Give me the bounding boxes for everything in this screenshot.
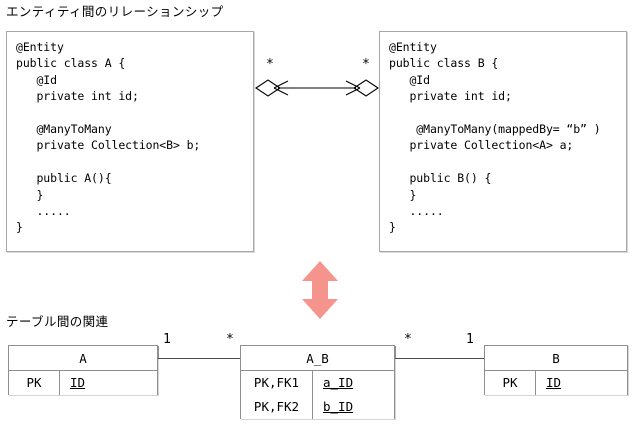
relationship-line-ab-b (395, 358, 484, 359)
class-a-code-box: @Entity public class A { @Id private int… (6, 31, 254, 252)
er-table-ab-name: A_B (241, 346, 394, 371)
many-to-many-association-connector (255, 79, 379, 97)
right-diamond-icon (353, 79, 379, 97)
er-table-a-row0-column-text: ID (70, 375, 86, 390)
class-b-code-text: @Entity public class B { @Id private int… (389, 40, 601, 235)
relationship-multiplicity-a-one: 1 (163, 332, 171, 347)
relationship-tick-b-left (484, 346, 485, 358)
entity-section-title: エンティティ間のリレーションシップ (6, 4, 224, 19)
er-table-ab-row1-column-text: b_ID (323, 399, 354, 414)
class-b-code-box: @Entity public class B { @Id private int… (379, 31, 627, 252)
association-multiplicity-right: * (362, 57, 370, 72)
er-table-a-name: A (9, 346, 157, 371)
er-table-b-row0-column: ID (536, 371, 627, 395)
association-multiplicity-left: * (266, 57, 274, 72)
arrow-shape (302, 261, 338, 319)
relationship-multiplicity-ab-many-left: * (226, 332, 234, 347)
table-row: PK ID (485, 371, 627, 395)
relationship-tick-ab-left (240, 346, 241, 358)
relationship-multiplicity-b-one: 1 (466, 332, 474, 347)
table-row: PK ID (9, 371, 157, 395)
er-table-a-row0-key: PK (9, 371, 60, 395)
er-table-ab-row0-column-text: a_ID (323, 375, 354, 390)
relationship-multiplicity-ab-many-right: * (404, 332, 412, 347)
left-crowfoot-lower (273, 87, 289, 96)
table-section-title: テーブル間の関連 (6, 314, 109, 329)
er-table-ab-row0-key: PK,FK1 (241, 371, 313, 395)
er-table-b-name: B (485, 346, 627, 371)
er-table-ab: A_B PK,FK1 a_ID PK,FK2 b_ID (240, 345, 395, 419)
left-crowfoot-upper (273, 80, 289, 89)
er-table-ab-row0-column: a_ID (313, 371, 394, 395)
er-table-a: A PK ID (8, 345, 158, 395)
er-table-b-row0-column-text: ID (546, 375, 562, 390)
er-table-a-row0-column: ID (60, 371, 157, 395)
er-table-ab-row1-column: b_ID (313, 395, 394, 419)
right-crowfoot-upper (345, 80, 361, 89)
relationship-tick-a-right (158, 346, 159, 358)
table-row: PK,FK1 a_ID (241, 371, 394, 395)
bidirectional-vertical-arrow-icon (302, 261, 338, 319)
right-crowfoot-lower (345, 87, 361, 96)
left-diamond-icon (255, 79, 281, 97)
table-row: PK,FK2 b_ID (241, 395, 394, 419)
class-a-code-text: @Entity public class A { @Id private int… (16, 40, 201, 235)
relationship-line-a-ab (158, 358, 240, 359)
er-table-ab-row1-key: PK,FK2 (241, 395, 313, 419)
er-table-b: B PK ID (484, 345, 628, 395)
relationship-tick-ab-right (395, 346, 396, 358)
er-table-b-row0-key: PK (485, 371, 536, 395)
